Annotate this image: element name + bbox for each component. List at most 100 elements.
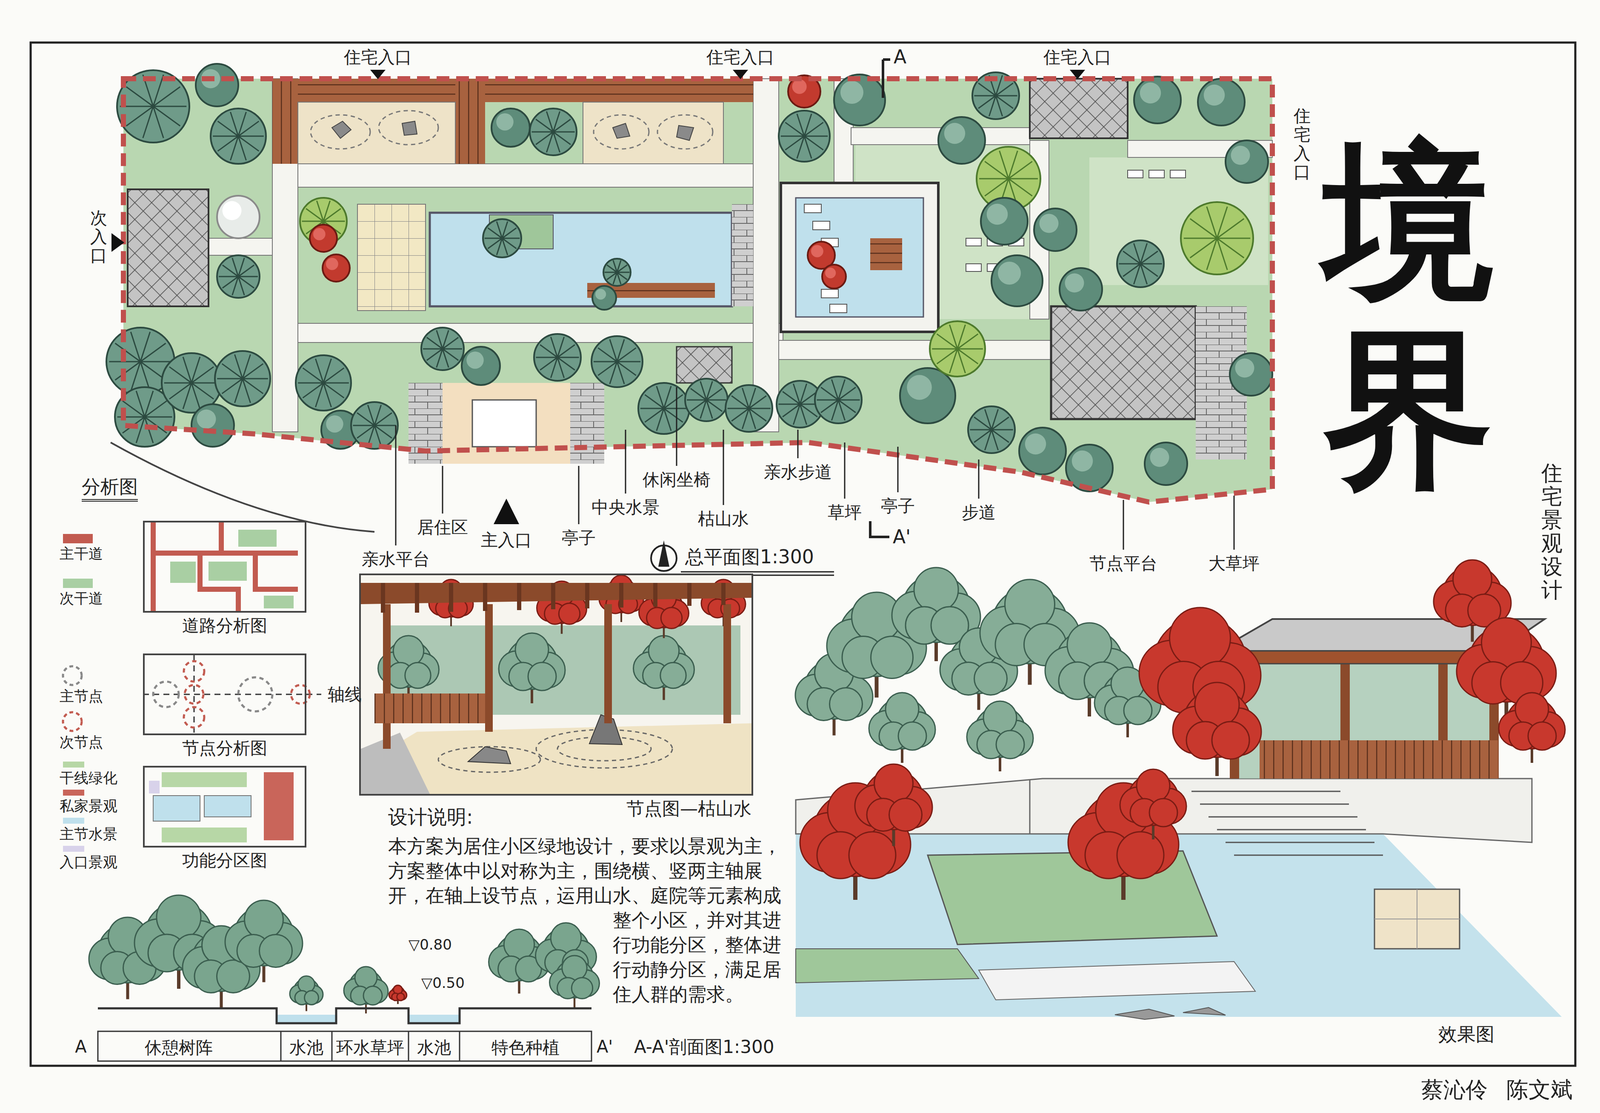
signature: 陈文斌 [1506, 1076, 1573, 1103]
drawing-part [778, 340, 1052, 360]
drawing-part [402, 121, 418, 136]
tree-crown [1528, 722, 1557, 751]
drawing-part [870, 238, 903, 271]
legend-entry: 次干道 [59, 578, 103, 608]
plan-tree [325, 257, 339, 271]
tree-crown [1123, 696, 1152, 725]
plan-tree [313, 228, 326, 241]
plan-tree [638, 382, 690, 435]
tree-crown [1067, 622, 1112, 668]
legend-entry: 私家景观 [59, 789, 118, 815]
section-label: 水池 [417, 1037, 452, 1058]
plan-tree [1019, 427, 1066, 475]
tree-crown [550, 922, 582, 954]
section-mark: A [893, 45, 907, 69]
drawing-part [238, 677, 273, 712]
plan-tree [1197, 78, 1245, 126]
leader-line [844, 442, 846, 499]
section-mark: A' [892, 525, 911, 549]
drawing-part [1182, 1007, 1226, 1016]
legend-label: 次节点 [59, 733, 103, 752]
plan-tree [991, 255, 1043, 307]
plan-tree [210, 108, 266, 164]
drawing-part [184, 685, 204, 704]
subtitle: 住宅景观设计 [1541, 461, 1563, 603]
drawing-part [1374, 889, 1460, 949]
plan-tree [191, 404, 235, 447]
legend-swatch [62, 817, 85, 824]
tree-crown [874, 764, 914, 803]
drawing-part [978, 961, 1256, 1000]
tree-crown [889, 798, 923, 832]
legend-label: 主节点 [59, 687, 103, 706]
plan-tree [603, 258, 631, 286]
section-label: 水池 [289, 1037, 324, 1058]
plan-tree [685, 378, 728, 422]
callout-label: 亭子 [561, 527, 596, 549]
plan-tree [604, 260, 630, 285]
drawing-part [657, 114, 713, 149]
drawing-part [582, 102, 724, 164]
plan-tree [778, 110, 830, 162]
plan-tree [974, 75, 1018, 117]
drawing-part [812, 221, 830, 230]
drawing-part [291, 685, 310, 704]
drawing-part [927, 851, 1218, 945]
entry-label: 住宅入口 [1293, 106, 1311, 182]
callout-label: 亲水步道 [763, 461, 832, 483]
drawing-part [821, 289, 839, 298]
leader-line [722, 429, 725, 506]
plan-tree [491, 108, 530, 147]
elevation-label: ▽0.80 [408, 936, 452, 954]
function-zoning-diagram [148, 772, 294, 843]
site-plan [106, 59, 1273, 576]
plan-tree [1117, 240, 1164, 288]
drawing-part [97, 1031, 592, 1062]
drawing-part [438, 746, 541, 773]
road-analysis-diagram [153, 520, 298, 613]
drawing-title: 效果图 [1438, 1023, 1495, 1046]
plan-tree [1235, 358, 1255, 378]
drawing-part [1029, 78, 1128, 139]
drawing-part [829, 304, 847, 313]
plan-tree [727, 388, 771, 429]
plan-tree [811, 245, 824, 258]
drawing-part [97, 1008, 592, 1024]
plan-tree [1118, 243, 1162, 285]
plan-tree [120, 74, 187, 139]
entry-label: 次入口 [90, 208, 108, 265]
legend-swatch [62, 761, 85, 768]
plan-tree [986, 203, 1009, 226]
leader-line [676, 387, 678, 466]
callout-label: 休闲坐椅 [642, 469, 711, 490]
drawing-part [1051, 306, 1196, 420]
legend-symbol [62, 712, 82, 732]
drawing-part [753, 78, 779, 432]
tree-crown [914, 567, 959, 612]
drawing-part [1259, 740, 1498, 779]
plan-tree [217, 354, 269, 403]
drawing-part [382, 604, 391, 749]
plan-tree [592, 285, 617, 310]
analysis-panel: 节点分析图 [142, 653, 307, 736]
drawing-part [795, 567, 1161, 772]
page-frame [30, 42, 1576, 1066]
drawing-part [153, 520, 298, 613]
drawing-part [272, 78, 298, 432]
plan-tree [792, 79, 807, 95]
drawing-part [965, 238, 982, 246]
drawing-part [1029, 779, 1031, 835]
drawing-part [142, 655, 322, 734]
drawing-part [360, 732, 430, 795]
entry-label: 住宅入口 [1043, 46, 1112, 68]
legend-entry: 主节点 [59, 663, 103, 706]
plan-tree [300, 197, 347, 245]
drawing-part [1069, 69, 1086, 80]
drawing-part [676, 125, 694, 141]
effect-render [795, 560, 1566, 1020]
drawing-part [612, 123, 630, 139]
panel-caption: 节点分析图 [182, 737, 268, 759]
legend-entry: 次节点 [59, 709, 103, 752]
tree-crown [848, 831, 896, 879]
